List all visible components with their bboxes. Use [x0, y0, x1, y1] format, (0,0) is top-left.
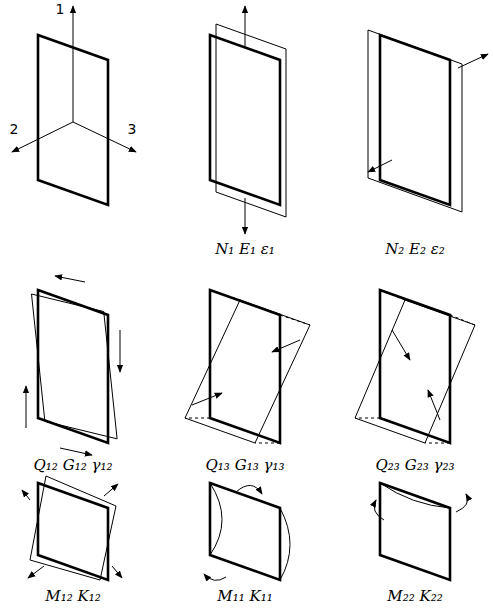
plate: [210, 290, 280, 443]
dashed-guide: [185, 418, 210, 419]
force-arrow: [245, 198, 246, 234]
moment-arrow: [374, 500, 384, 520]
force-arrow: [458, 54, 488, 68]
force-arrow: [272, 340, 300, 352]
quantity-label: N₁ E₁ ε₁: [215, 240, 275, 258]
force-arrow: [55, 276, 85, 282]
moment-arrow: [456, 494, 468, 512]
bent-edge: [380, 483, 450, 508]
force-arrow: [60, 448, 92, 455]
quantity-label: N₂ E₂ ε₂: [385, 240, 445, 258]
axis-arrow: [73, 6, 74, 122]
axis-arrow: [73, 122, 136, 152]
force-arrow: [392, 330, 410, 360]
quantity-label: M₁₂ K₁₂: [45, 587, 100, 605]
force-arrow: [428, 390, 440, 420]
plate: [210, 483, 280, 580]
dashed-guide: [210, 290, 240, 300]
moment-arrow: [204, 574, 226, 580]
dashed-guide: [255, 443, 280, 444]
moment-arrow: [236, 485, 262, 494]
dashed-guide: [380, 290, 405, 300]
quantity-label: M₁₁ K₁₁: [217, 587, 272, 605]
deformed-plate: [368, 30, 462, 212]
dashed-guide: [280, 315, 310, 325]
plate: [210, 35, 280, 205]
force-arrow: [112, 566, 122, 578]
axis-label: 2: [10, 120, 19, 138]
axis-label: 1: [56, 0, 65, 18]
force-arrow: [120, 330, 121, 372]
quantity-label: Q₂₃ G₂₃ γ₂₃: [376, 456, 455, 474]
force-arrow: [22, 490, 30, 500]
force-arrow: [192, 393, 222, 405]
deformed-plate: [355, 300, 475, 443]
deformed-plate: [216, 24, 286, 217]
quantity-label: Q₁₃ G₁₃ γ₁₃: [206, 456, 285, 474]
bent-edge: [280, 508, 290, 580]
axis-arrow: [12, 122, 73, 152]
dashed-guide: [355, 418, 380, 419]
force-arrow: [245, 6, 246, 48]
bent-edge: [210, 483, 222, 555]
force-arrow: [28, 566, 44, 578]
twisted-plate: [30, 476, 116, 580]
plate: [38, 290, 108, 443]
deformed-plate: [32, 294, 118, 439]
force-arrow: [26, 386, 27, 428]
dashed-guide: [425, 443, 450, 444]
axis-label: 3: [128, 120, 137, 138]
plate: [380, 290, 450, 443]
plate: [380, 483, 450, 580]
quantity-label: M₂₂ K₂₂: [387, 587, 442, 605]
plate: [380, 35, 450, 205]
deformed-plate: [185, 300, 310, 443]
quantity-label: Q₁₂ G₁₂ γ₁₂: [34, 456, 113, 474]
dashed-guide: [450, 315, 475, 325]
force-arrow: [368, 160, 392, 172]
force-arrow: [104, 484, 118, 496]
